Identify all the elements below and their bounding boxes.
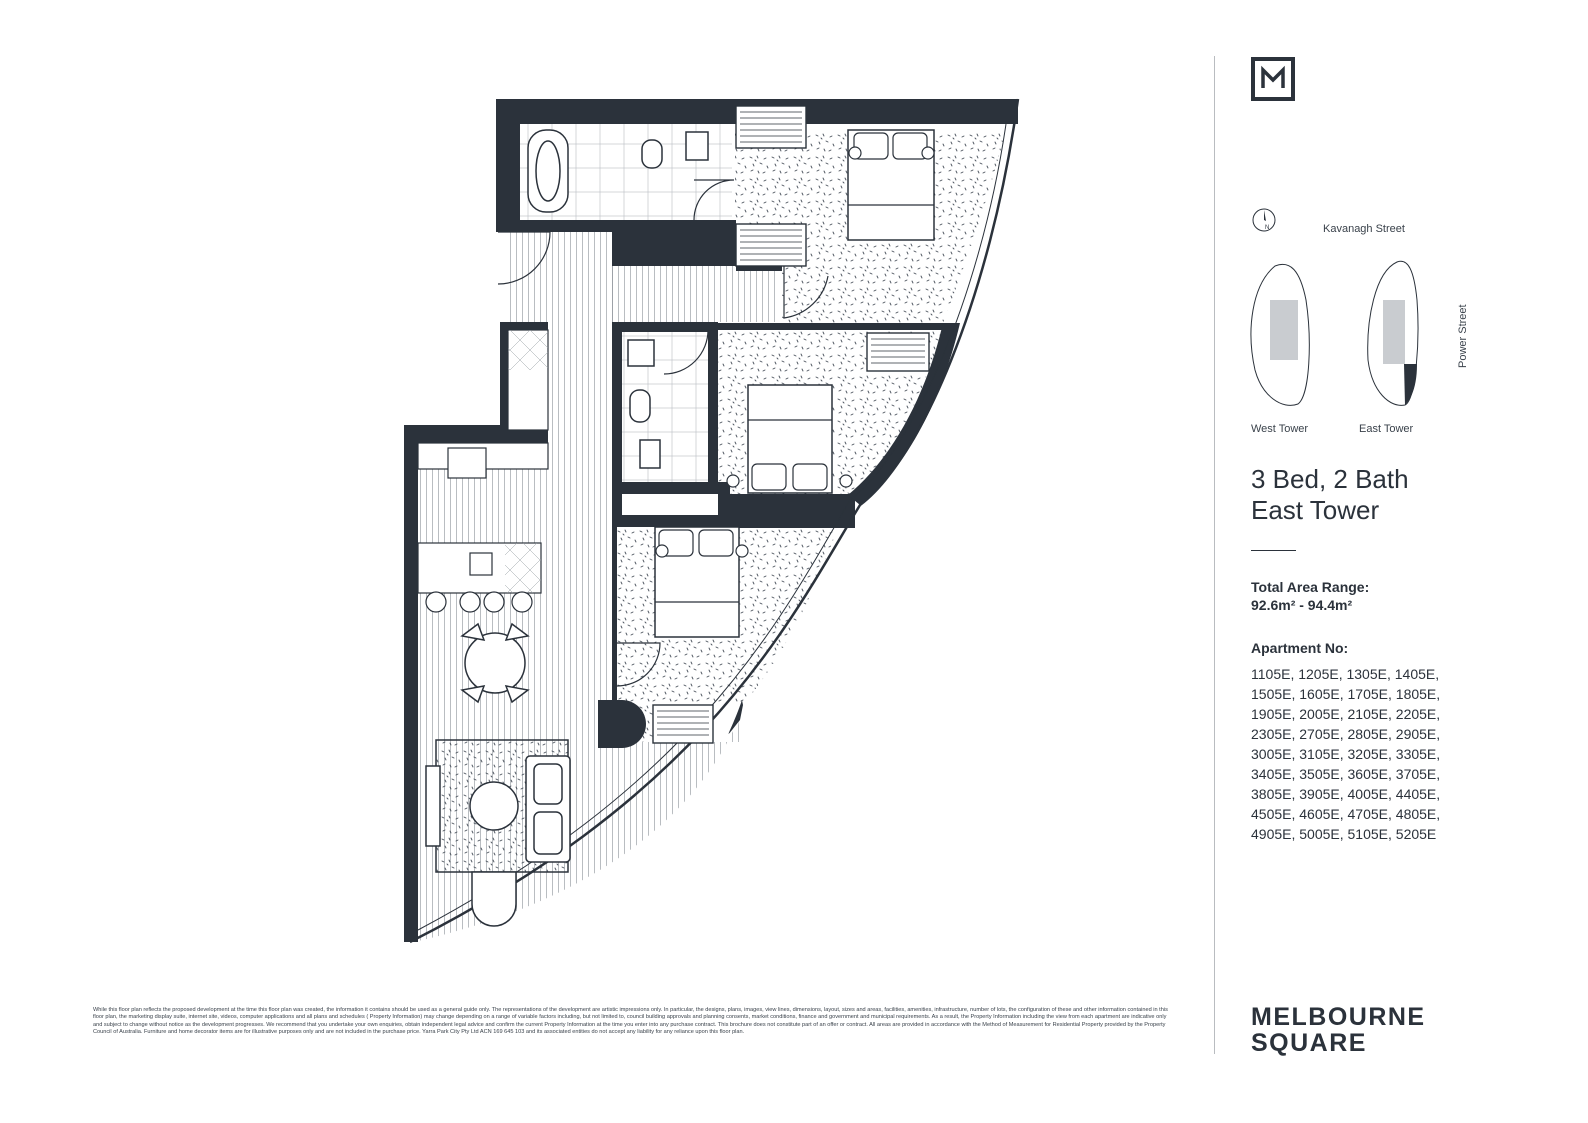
area-value: 92.6m² - 94.4m² <box>1251 597 1353 613</box>
title-rule <box>1251 550 1296 551</box>
bathroom-fixtures <box>527 129 709 469</box>
door-swings <box>497 179 829 687</box>
facade-outline <box>409 98 1020 944</box>
west-tower-label: West Tower <box>1251 423 1309 435</box>
living-floor <box>410 124 780 942</box>
vertical-divider <box>1214 56 1215 1054</box>
living-furniture <box>425 755 571 927</box>
brand-line1: MELBOURNE <box>1251 1003 1426 1031</box>
wardrobe-lines <box>657 111 925 736</box>
key-plan <box>1250 260 1419 406</box>
brand-line2: SQUARE <box>1251 1029 1367 1057</box>
brand-wordmark: MELBOURNE SQUARE <box>1251 1004 1426 1056</box>
unit-title-line2: East Tower <box>1251 495 1380 525</box>
disclaimer-text: While this floor plan reflects the propo… <box>93 1007 1168 1036</box>
unit-title-line1: 3 Bed, 2 Bath <box>1251 464 1409 494</box>
apartment-label: Apartment No: <box>1251 640 1349 656</box>
apartment-numbers: 1105E, 1205E, 1305E, 1405E, 1505E, 1605E… <box>1251 666 1441 842</box>
dining-table <box>460 622 530 704</box>
top-street-label: Kavanagh Street <box>1323 223 1405 235</box>
pillows <box>655 132 934 603</box>
fridge <box>508 330 548 370</box>
facade-inner <box>417 123 1007 931</box>
brand-logo-icon <box>1251 57 1295 101</box>
north-label: N <box>1265 225 1269 231</box>
kitchen <box>417 329 549 594</box>
east-tower-label: East Tower <box>1359 423 1414 435</box>
north-arrow-icon: N <box>1252 208 1276 232</box>
side-street-label: Power Street <box>1457 304 1469 368</box>
stools <box>425 591 533 613</box>
unit-title: 3 Bed, 2 Bath East Tower <box>1251 464 1409 526</box>
bedside-lamps <box>655 146 935 558</box>
kitchen-appliance <box>505 543 541 593</box>
beds <box>654 129 935 638</box>
area-label: Total Area Range: <box>1251 579 1370 595</box>
